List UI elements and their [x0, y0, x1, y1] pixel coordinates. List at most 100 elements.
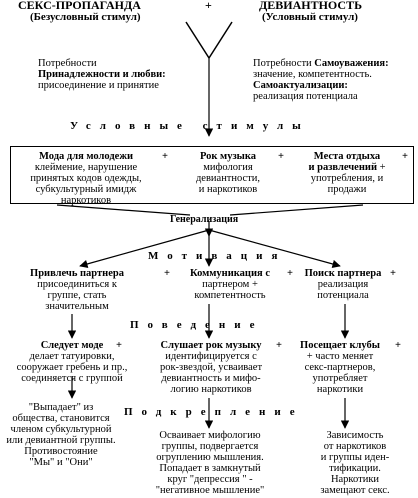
- header-stimuli: Условные стимулы: [70, 120, 310, 132]
- motivation-col2: Коммуникация с партнером + компетентност…: [175, 268, 285, 301]
- stimuli-col2-l2: девиантности,: [195, 173, 261, 184]
- top-plus: +: [205, 0, 212, 12]
- motivation-col2-l1: партнером +: [202, 279, 258, 290]
- stimuli-col1: Мода для молодежи клеймение, нарушение п…: [12, 151, 160, 206]
- reinforcement-col2-l4: круг "депрессия " -: [167, 474, 253, 485]
- generalization-label: Генерализация: [170, 214, 239, 225]
- motivation-col3: Поиск партнера реализация потенциала: [295, 268, 391, 301]
- behavior-col1-l2: сооружает гребень и пр.,: [16, 362, 128, 373]
- stimuli-col2-l1: мифология: [203, 162, 253, 173]
- needs-right-l1b: Самоуважения:: [314, 58, 389, 69]
- needs-right-l1: Потребности Самоуважения:: [253, 58, 389, 69]
- reinforcement-col1: "Выпадает" из общества, становится члено…: [0, 402, 122, 468]
- reinforcement-col2-l0: Осваивает мифологию: [159, 430, 261, 441]
- behavior-col2: Слушает рок музыку идентифицируется с ро…: [148, 340, 274, 395]
- behavior-col2-l4: логию наркотиков: [170, 384, 252, 395]
- motivation-col3-l2: потенциала: [317, 290, 369, 301]
- behavior-col1-title: Следует моде: [40, 340, 104, 351]
- motivation-col3-l1: реализация: [317, 279, 369, 290]
- stimuli-col3-plus-mid: +: [379, 162, 386, 173]
- stimuli-col3-l3: продажи: [327, 184, 367, 195]
- funnel-right: [229, 204, 364, 216]
- reinforcement-col1-l2: членом субкультурной: [10, 424, 112, 435]
- stimuli-col1-l4: наркотиков: [60, 195, 112, 206]
- behavior-col1-l1: делает татуировки,: [29, 351, 115, 362]
- stimuli-col1-title: Мода для молодежи: [38, 151, 133, 162]
- reinforcement-col3-l3: тификации.: [329, 463, 381, 474]
- motivation-col1-plus: +: [164, 268, 170, 279]
- reinforcement-col1-l5: "Мы" и "Они": [29, 457, 93, 468]
- reinforcement-col2-l1: группы, подвергается: [161, 441, 259, 452]
- arrow-mot-left: [79, 229, 210, 269]
- funnel-left: [56, 204, 191, 216]
- right-stimulus-title: ДЕВИАНТНОСТЬ: [259, 0, 363, 12]
- needs-right-l3: Самоактуализации:: [253, 80, 348, 91]
- right-stimulus-sub: (Условный стимул): [262, 11, 358, 23]
- behavior-col3-plus-b: +: [395, 340, 401, 351]
- stimuli-col1-l3: субкультурный имидж: [35, 184, 137, 195]
- motivation-col2-title: Коммуникация с: [189, 268, 270, 279]
- reinforcement-col1-l0: "Выпадает" из: [28, 402, 94, 413]
- behavior-col1-l3: соединяется с группой: [21, 373, 123, 384]
- header-motivation: Мотивация: [148, 250, 287, 262]
- reinforcement-col1-l1: общества, становится: [12, 413, 110, 424]
- stimuli-col1-l1: клеймение, нарушение: [34, 162, 138, 173]
- motivation-col1-l2: группе, стать: [47, 290, 107, 301]
- needs-left-l3: присоединение и принятие: [38, 80, 159, 91]
- behavior-col3-title: Посещает клубы: [300, 340, 380, 351]
- stimuli-col3-title: Места отдыха: [313, 151, 381, 162]
- behavior-col2-title: Слушает рок музыку: [160, 340, 262, 351]
- header-reinforcement: Подкрепление: [124, 406, 304, 418]
- reinforcement-col2: Осваивает мифологию группы, подвергается…: [140, 430, 280, 496]
- motivation-col1: Привлечь партнера присоединиться к групп…: [18, 268, 136, 312]
- stimuli-col3-l2: употребления, и: [310, 173, 384, 184]
- stimuli-col2-title: Рок музыка: [199, 151, 257, 162]
- stimuli-col1-plus: +: [162, 151, 168, 162]
- reinforcement-col3-l1: от наркотиков: [323, 441, 387, 452]
- needs-right-l1a: Потребности: [253, 58, 315, 69]
- behavior-col3-l4: наркотики: [316, 384, 364, 395]
- left-stimulus-title: СЕКС-ПРОПАГАНДА: [18, 0, 141, 12]
- needs-left-l1: Потребности: [38, 58, 97, 69]
- reinforcement-col1-l3: или девиантной группы.: [6, 435, 116, 446]
- reinforcement-col3-l2: и группы иден-: [320, 452, 390, 463]
- reinforcement-col3-l0: Зависимость: [326, 430, 384, 441]
- reinforcement-col3-l5: замещают секс.: [320, 485, 390, 496]
- motivation-col3-plus: +: [390, 268, 396, 279]
- behavior-col2-l1: идентифицируется с: [165, 351, 257, 362]
- motivation-col2-plus: +: [287, 268, 293, 279]
- reinforcement-col2-l3: Попадает в замкнутый: [159, 463, 261, 474]
- behavior-col2-l3: девиантность и мифо-: [161, 373, 261, 384]
- stimuli-col3: Места отдыха и развлечений + употреблени…: [288, 151, 406, 195]
- reinforcement-col2-l2: огруплению мышления.: [156, 452, 264, 463]
- stimuli-col3-plus-end: +: [402, 151, 408, 162]
- stimuli-col2: Рок музыка мифология девиантности, и нар…: [178, 151, 278, 195]
- arrow-mot-right: [208, 229, 341, 269]
- stimuli-col1-l2: принятых кодов одежды,: [30, 173, 142, 184]
- behavior-col3-l1: часто меняет: [315, 351, 374, 362]
- behavior-col2-l2: рок-звездой, усваивает: [159, 362, 263, 373]
- motivation-col1-l1: присоединиться к: [37, 279, 117, 290]
- behavior-col1: Следует моде делает татуировки, сооружае…: [8, 340, 136, 384]
- reinforcement-col3: Зависимость от наркотиков и группы иден-…: [300, 430, 410, 496]
- needs-right-l4: реализация потенциала: [253, 91, 358, 102]
- behavior-col3-l2: секс-партнеров,: [304, 362, 376, 373]
- motivation-col1-l3: значительным: [45, 301, 109, 312]
- behavior-col2-plus: +: [276, 340, 282, 351]
- header-behavior: Поведение: [130, 319, 264, 331]
- behavior-col3-plus-a: +: [306, 351, 313, 362]
- left-stimulus-sub: (Безусловный стимул): [30, 11, 141, 23]
- v-line-left: [185, 21, 210, 59]
- behavior-col3: Посещает клубы + часто меняет секс-партн…: [288, 340, 392, 395]
- v-line-right: [208, 21, 233, 59]
- behavior-col1-plus: +: [116, 340, 122, 351]
- reinforcement-col1-l4: Противостояние: [24, 446, 98, 457]
- reinforcement-col2-l5: "негативное мышление": [155, 485, 265, 496]
- needs-right-l2: значение, компетентность.: [253, 69, 372, 80]
- stimuli-col2-l3: и наркотиков: [198, 184, 258, 195]
- stimuli-col2-plus: +: [278, 151, 284, 162]
- stimuli-col3-l1: и развлечений: [308, 162, 377, 173]
- behavior-col3-l3: употребляет: [312, 373, 368, 384]
- motivation-col1-title: Привлечь партнера: [30, 268, 124, 279]
